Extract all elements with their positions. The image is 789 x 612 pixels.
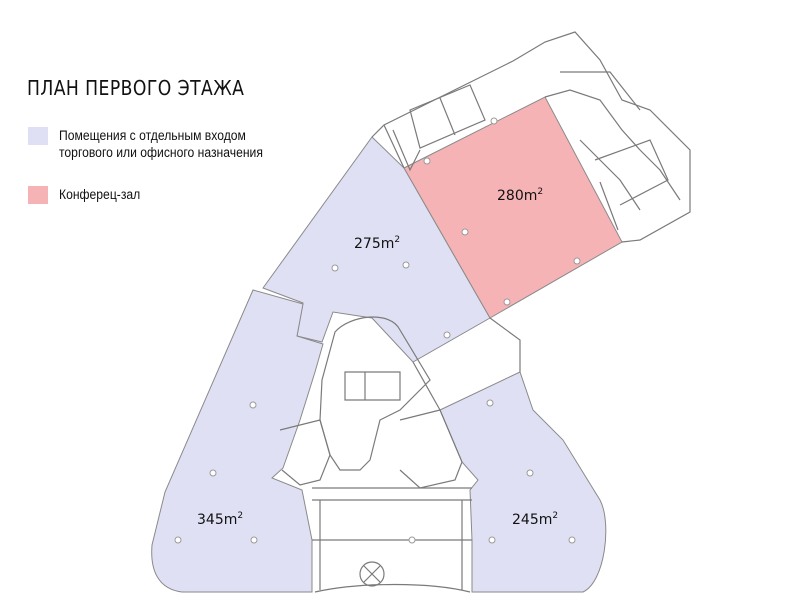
area-label-275: 275m2 [354,235,400,252]
entrance-marker [359,561,385,587]
area-label-280: 280m2 [497,187,543,204]
plan-title: ПЛАН ПЕРВОГО ЭТАЖА [27,76,245,100]
area-label-245: 245m2 [512,511,558,528]
columns [174,117,581,544]
legend-item-conference: Конферец-зал [28,186,329,204]
legend-item-office: Помещения с отдельным входом торгового и… [28,127,329,161]
legend-swatch-conference [28,186,48,204]
office-rooms [151,136,607,593]
room-345 [151,289,324,593]
legend-swatch-office [28,127,48,145]
legend-label-office: Помещения с отдельным входом торгового и… [59,128,263,160]
legend-label-conference: Конферец-зал [59,187,141,202]
area-label-345: 345m2 [197,511,243,528]
walls [279,31,691,593]
room-245 [439,371,607,593]
